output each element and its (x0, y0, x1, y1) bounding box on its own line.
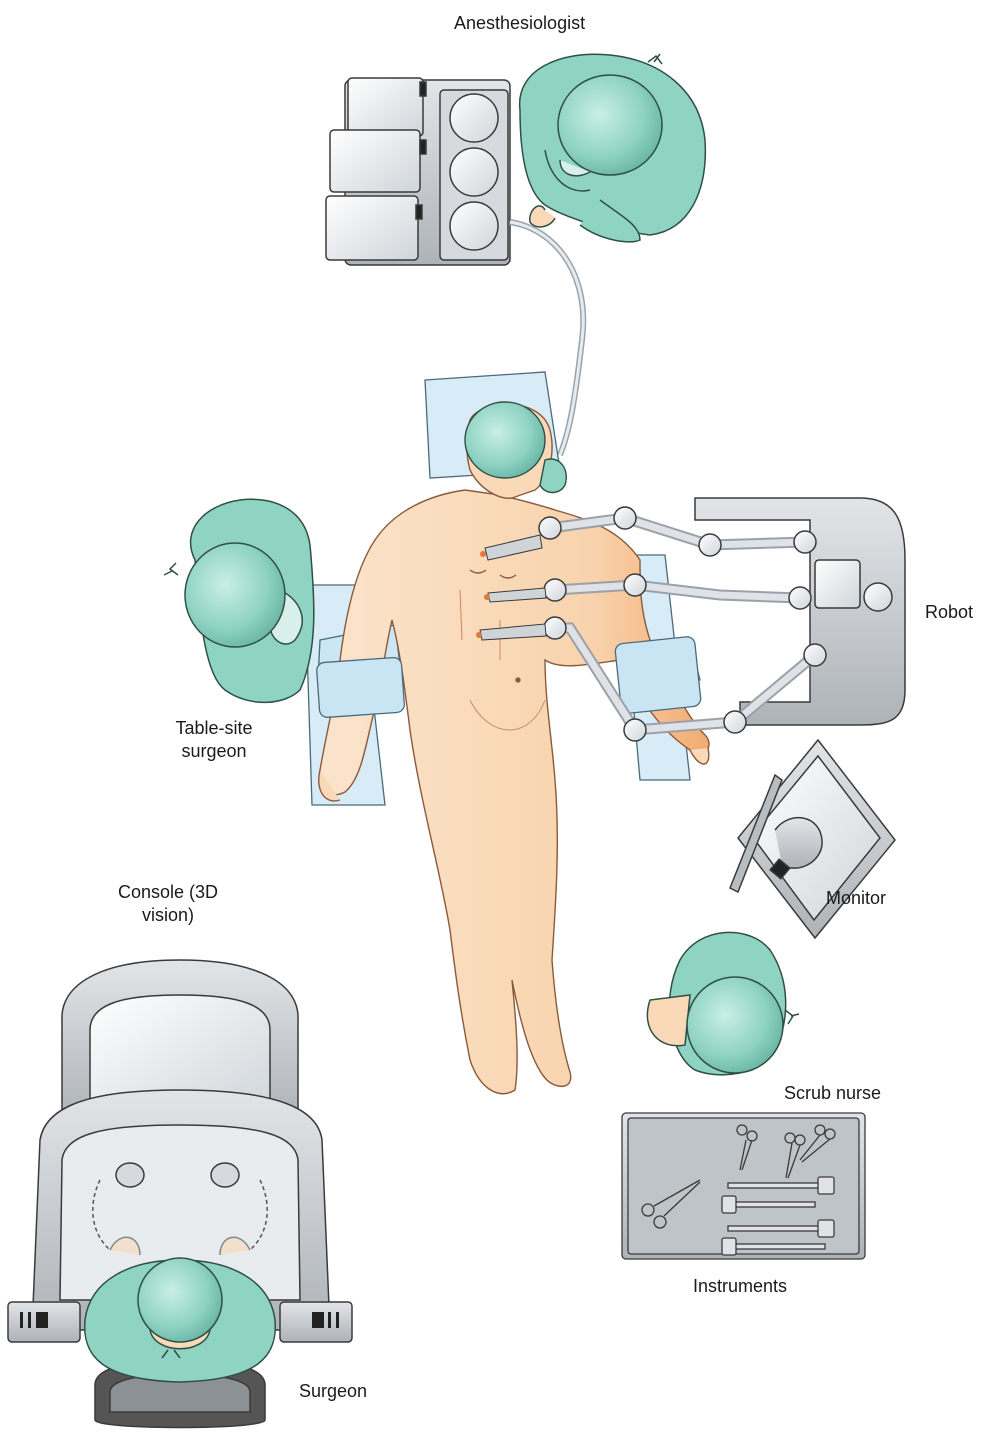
instruments-label: Instruments (693, 1275, 787, 1298)
console-label-line-1: Console (3D (112, 881, 224, 904)
anesthesiologist-label: Anesthesiologist (454, 12, 585, 35)
table-site-surgeon-label-line-2: surgeon (166, 740, 262, 763)
anesthesia-machine-icon (326, 78, 510, 265)
table-site-surgeon-figure (164, 499, 314, 702)
instrument-tray-icon (622, 1113, 865, 1259)
anesthesiologist-figure (520, 54, 706, 242)
scrub-nurse-label: Scrub nurse (784, 1082, 881, 1105)
table-site-surgeon-label: Table-site surgeon (166, 717, 262, 763)
console-label: Console (3D vision) (112, 881, 224, 927)
surgeon-label: Surgeon (299, 1380, 367, 1403)
robot-label: Robot (925, 601, 973, 624)
scrub-nurse-figure (647, 932, 799, 1074)
monitor-label: Monitor (826, 887, 886, 910)
console-label-line-2: vision) (112, 904, 224, 927)
table-site-surgeon-label-line-1: Table-site (166, 717, 262, 740)
